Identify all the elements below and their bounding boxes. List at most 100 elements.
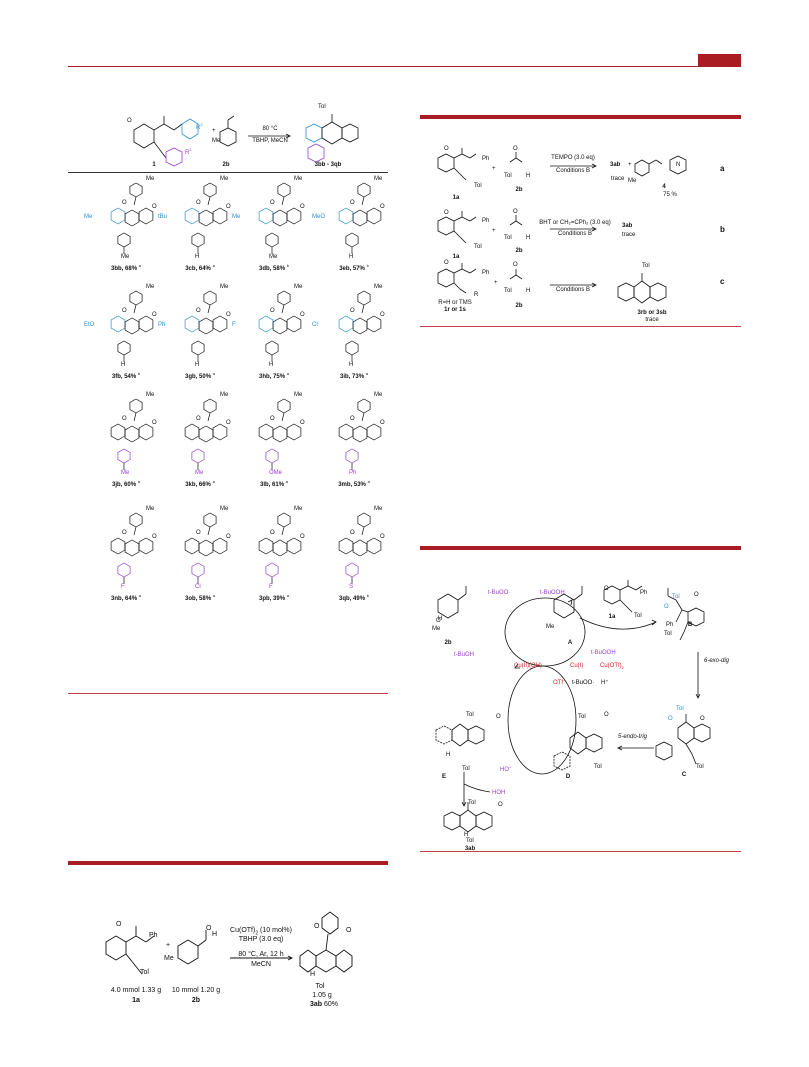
scope-ring-o: O — [152, 312, 157, 318]
control-c-r: R — [474, 292, 479, 298]
mech-c-o: O — [668, 716, 673, 722]
gram-catalyst: Cu(OTf)2 (10 mol%) — [230, 927, 292, 937]
mech-e-h: H — [446, 752, 451, 758]
page-header-rule — [68, 66, 741, 67]
control-a-prod: 3ab — [610, 162, 621, 168]
scope-caption-3pb: 3pb, 39% a — [259, 593, 289, 602]
scope-carbonyl-o: O — [350, 200, 355, 206]
scope-caption-3eb: 3eb, 57% b — [339, 263, 369, 272]
control-c-cond: Conditions B — [555, 287, 591, 293]
scope-carbonyl-o: O — [122, 308, 127, 314]
scope-top-me: Me — [146, 392, 155, 398]
gram-label-2b: 2b — [191, 997, 201, 1004]
control-b-ph: Ph — [482, 218, 490, 224]
general-cond-bottom: TBHP, MeCN — [252, 138, 288, 144]
mech-d-o: O — [604, 712, 609, 718]
mech-b-tol: Tol — [672, 594, 680, 600]
scope-caption-3cb: 3cb, 64% a — [185, 263, 215, 272]
control-a-n: N — [676, 162, 681, 168]
general-plus: + — [212, 128, 216, 134]
scope-structure-3pb — [258, 512, 302, 584]
general-label-2b: 2b — [222, 162, 230, 168]
control-c-o: O — [444, 260, 449, 266]
scope-ring-o: O — [300, 204, 305, 210]
scope-top-me: Me — [374, 284, 383, 290]
scope-para-substituent: S — [349, 584, 354, 590]
control-c-plus: + — [494, 280, 498, 286]
scope-top-me: Me — [294, 284, 303, 290]
scope-carbonyl-o: O — [196, 308, 201, 314]
gram-1a-ph: Ph — [149, 932, 158, 939]
mech-label-2b: 2b — [444, 640, 452, 646]
scope-para-substituent: Ph — [349, 470, 357, 476]
scope-structure-3hb — [258, 290, 302, 362]
control-a-tol2: Tol — [504, 173, 512, 179]
scope-ring-o: O — [300, 420, 305, 426]
scope-ring-o: O — [152, 534, 157, 540]
scope-ring-o: O — [300, 312, 305, 318]
control-b-label-1a: 1a — [452, 254, 460, 260]
control-a-ph: Ph — [482, 156, 490, 162]
gram-1a-o: O — [116, 921, 122, 928]
mechanism-header-bar — [420, 546, 741, 550]
scope-carbonyl-o: O — [122, 416, 127, 422]
scope-structure-3cb — [184, 182, 228, 254]
control-c-rline: R=H or TMS — [438, 300, 472, 306]
mech-2b-me: Me — [432, 626, 441, 632]
scope-carbonyl-o: O — [270, 416, 275, 422]
scope-carbonyl-o: O — [196, 530, 201, 536]
scope-para-substituent: H — [195, 362, 200, 368]
control-b-structures — [437, 211, 597, 244]
scope-structure-3eb — [338, 182, 382, 254]
control-a-me: Me — [628, 178, 637, 184]
scope-caption-3lb: 3lb, 61% a — [260, 479, 288, 488]
control-b-cond1: BHT or CH₂=CPh₂ (3.0 eq) — [539, 220, 611, 226]
scope-structure-3lb — [258, 398, 302, 470]
mech-hplus: H⁺ — [601, 680, 609, 686]
gram-oxidant: TBHP (3.0 eq) — [238, 936, 284, 943]
control-a-plus2: + — [628, 162, 632, 168]
gram-plus: + — [166, 942, 171, 949]
general-cond-top: 80 °C — [262, 126, 278, 132]
gram-amount-1a: 4.0 mmol 1.33 g — [110, 987, 162, 994]
scope-para-substituent: Me — [121, 254, 130, 260]
scope-structure-3ob — [184, 512, 228, 584]
scope-carbonyl-o: O — [350, 416, 355, 422]
mech-e-tol: Tol — [466, 712, 474, 718]
mech-b-ph: Ph — [666, 622, 674, 628]
scope-ring-o: O — [152, 204, 157, 210]
mech-1a-o: O — [604, 586, 609, 592]
mech-1a-ph: Ph — [640, 590, 648, 596]
gram-2b-me: Me — [164, 955, 174, 962]
control-a-o: O — [444, 146, 449, 152]
control-c-trace: trace — [645, 317, 659, 323]
control-a-tol: Tol — [474, 183, 482, 189]
general-r1-label: R1 — [185, 147, 192, 156]
gram-scale-structures — [105, 911, 353, 975]
gram-product-mass: 1.05 g — [312, 992, 332, 999]
scope-structure-3mb — [338, 398, 382, 470]
gram-solvent: MeCN — [251, 961, 271, 968]
mech-label-D: D — [565, 774, 571, 780]
control-b-label-2b: 2b — [515, 248, 523, 254]
gram-2b-h: H — [212, 931, 218, 938]
mech-3ab-tol2: Tol — [466, 838, 474, 844]
scope-carbonyl-o: O — [196, 200, 201, 206]
control-c-o2: O — [513, 262, 518, 268]
scope-ring-o: O — [152, 420, 157, 426]
scope-top-me: Me — [294, 392, 303, 398]
mech-cuotf2: Cu(OTf)2 — [600, 663, 624, 671]
control-header-bar — [420, 115, 741, 119]
scope-top-me: Me — [146, 284, 155, 290]
scope-caption-3kb: 3kb, 66% a — [185, 479, 215, 488]
